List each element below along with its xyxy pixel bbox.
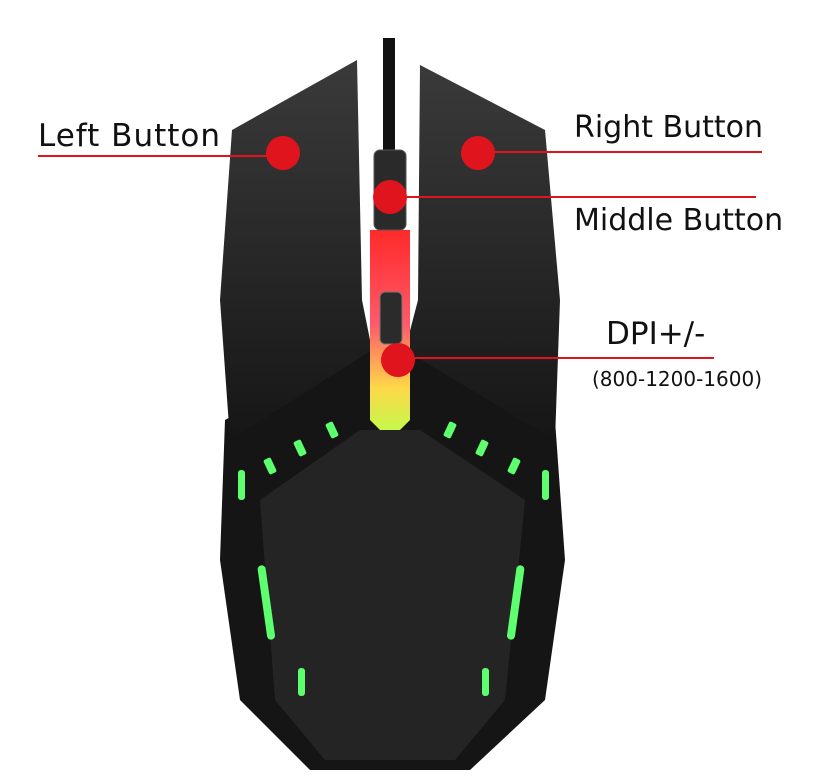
dpi-label: DPI+/- [606,316,706,352]
cable [383,38,395,158]
lower-panel [260,430,525,760]
right-button-shell [405,65,560,440]
left-button-label: Left Button [38,118,222,154]
right-button-marker [461,136,495,170]
middle-button-marker [373,180,407,214]
dpi-marker [381,343,415,377]
dpi-button [379,291,403,345]
left-button-marker [266,136,300,170]
middle-button-label: Middle Button [574,203,784,238]
dpi-range-label: (800-1200-1600) [592,367,763,391]
right-button-label: Right Button [574,110,764,145]
side-leds [238,421,549,696]
